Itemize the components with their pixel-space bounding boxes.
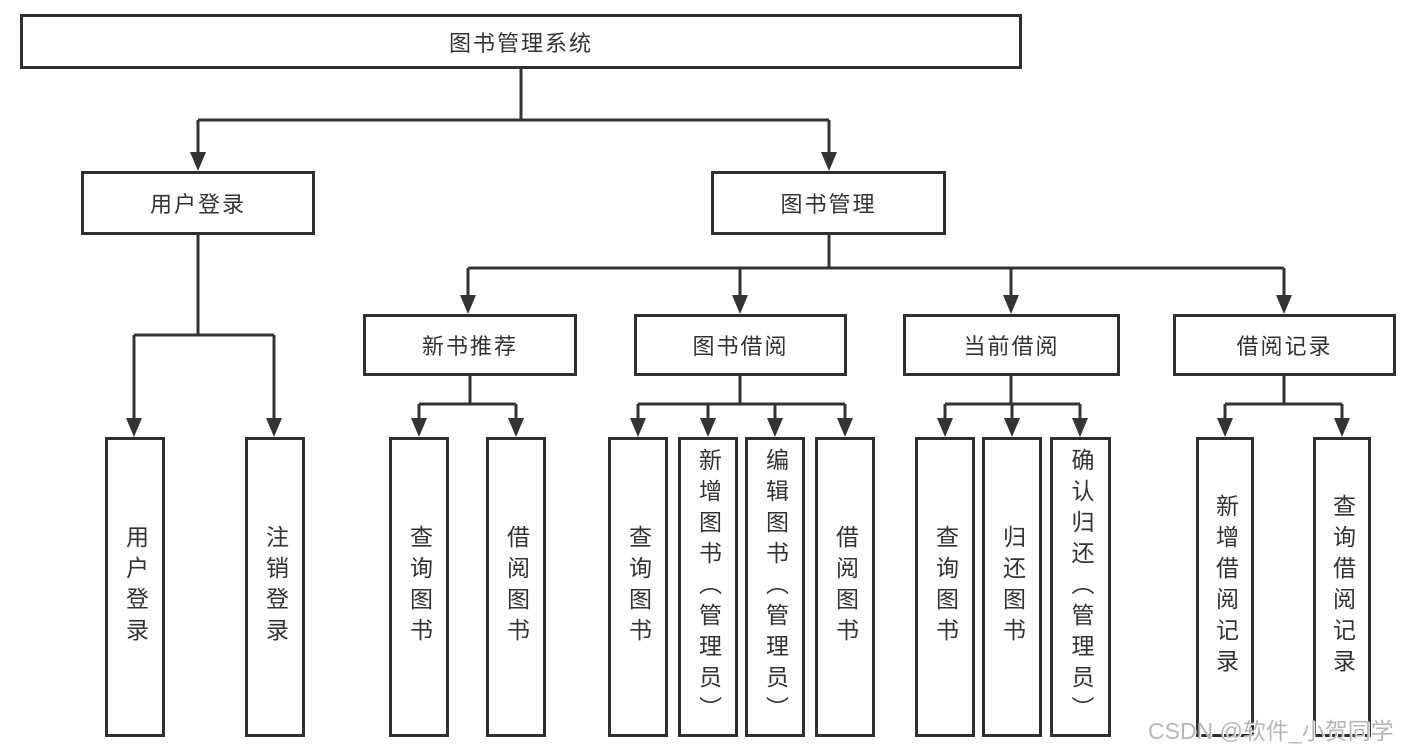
leaf-return-book: 归还图书 xyxy=(982,437,1042,737)
node-root-library-system: 图书管理系统 xyxy=(20,14,1022,69)
leaf-user-login: 用户登录 xyxy=(105,437,165,737)
leaf-query-book-2: 查询图书 xyxy=(608,437,668,737)
node-label: 图书管理系统 xyxy=(448,30,593,56)
leaf-confirm-return-admin: 确认归还（管理员） xyxy=(1050,437,1111,737)
node-label: 查询图书 xyxy=(932,525,959,649)
node-label: 图书管理 xyxy=(780,192,877,217)
node-user-login: 用户登录 xyxy=(81,171,315,235)
leaf-borrow-book-1: 借阅图书 xyxy=(486,437,546,737)
node-label: 查询图书 xyxy=(625,525,652,649)
node-label: 查询图书 xyxy=(406,525,433,649)
node-label: 借阅图书 xyxy=(503,525,530,649)
node-label: 新书推荐 xyxy=(421,334,518,359)
node-label: 查询借阅记录 xyxy=(1329,494,1356,680)
leaf-add-book-admin: 新增图书（管理员） xyxy=(678,437,738,737)
leaf-query-borrow-record: 查询借阅记录 xyxy=(1313,437,1371,737)
node-new-book-recommend: 新书推荐 xyxy=(363,314,577,376)
leaf-logout: 注销登录 xyxy=(245,437,305,737)
leaf-query-book-3: 查询图书 xyxy=(915,437,975,737)
node-label: 用户登录 xyxy=(122,525,149,649)
node-label: 借阅图书 xyxy=(832,525,859,649)
leaf-edit-book-admin: 编辑图书（管理员） xyxy=(745,437,805,737)
node-current-borrow: 当前借阅 xyxy=(903,314,1120,376)
leaf-borrow-book-2: 借阅图书 xyxy=(815,437,875,737)
node-label: 归还图书 xyxy=(999,525,1026,649)
leaf-query-book-1: 查询图书 xyxy=(389,437,449,737)
node-label: 确认归还（管理员） xyxy=(1068,447,1094,727)
node-label: 新增图书（管理员） xyxy=(695,447,722,727)
csdn-watermark: CSDN @软件_小贺同学 xyxy=(1148,718,1394,744)
node-label: 借阅记录 xyxy=(1236,334,1333,359)
node-label: 用户登录 xyxy=(149,192,246,217)
node-borrow-records: 借阅记录 xyxy=(1173,314,1396,376)
node-book-borrow: 图书借阅 xyxy=(634,314,847,376)
node-label: 注销登录 xyxy=(262,525,289,649)
leaf-add-borrow-record: 新增借阅记录 xyxy=(1196,437,1254,737)
node-label: 当前借阅 xyxy=(963,334,1060,359)
node-label: 编辑图书（管理员） xyxy=(762,447,789,727)
node-book-management: 图书管理 xyxy=(711,171,946,235)
node-label: 新增借阅记录 xyxy=(1212,494,1239,680)
node-label: 图书借阅 xyxy=(692,334,789,359)
